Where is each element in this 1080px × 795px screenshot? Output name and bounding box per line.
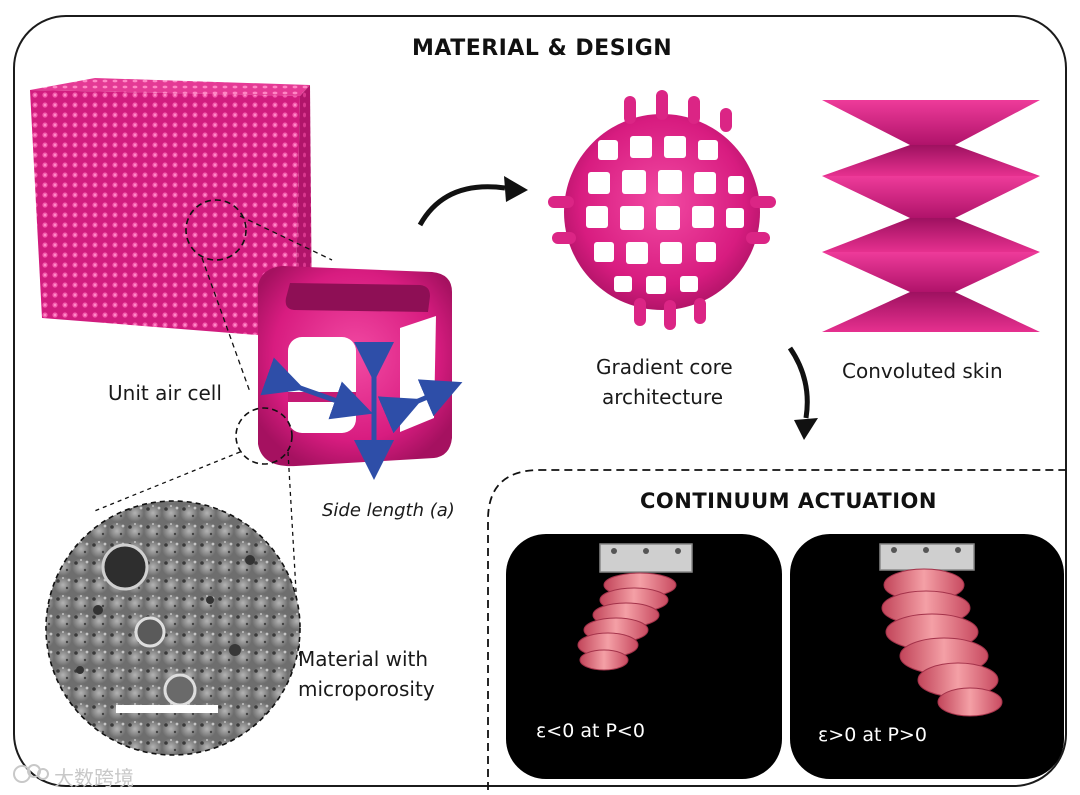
- figure-title: MATERIAL & DESIGN: [412, 36, 672, 61]
- label-material-line2: microporosity: [298, 674, 435, 704]
- unit-air-cell-illustration: [236, 266, 452, 466]
- label-material-line1: Material with: [298, 644, 428, 674]
- label-gradient-line2: architecture: [602, 382, 723, 412]
- scale-bar: [116, 705, 218, 713]
- caption-negative-pressure: ε<0 at P<0: [536, 720, 645, 742]
- actuation-title: CONTINUUM ACTUATION: [640, 489, 937, 513]
- watermark-text: 大数跨境: [54, 762, 134, 791]
- label-side-length: Side length (a): [322, 496, 455, 526]
- label-unit-air-cell: Unit air cell: [108, 378, 222, 408]
- actuation-photo-negative: [506, 534, 782, 779]
- label-gradient-line1: Gradient core: [596, 352, 733, 382]
- caption-positive-pressure: ε>0 at P>0: [818, 724, 927, 746]
- label-convoluted-skin: Convoluted skin: [842, 356, 1003, 386]
